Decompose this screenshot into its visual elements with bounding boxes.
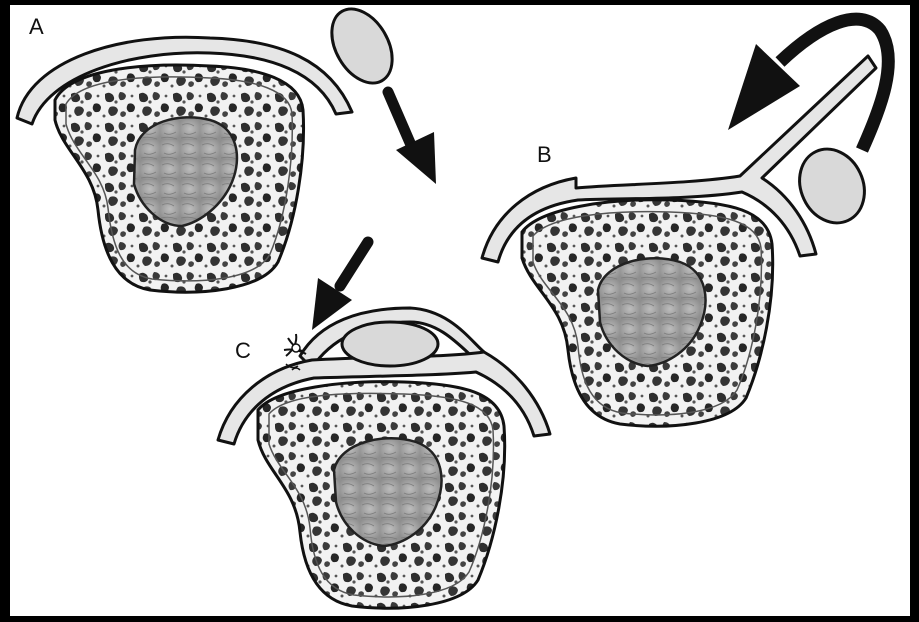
label-b: B xyxy=(537,142,552,167)
panel-a xyxy=(17,37,352,292)
panel-b xyxy=(482,56,876,426)
graft-oval-c xyxy=(342,322,438,366)
panel-c xyxy=(218,308,550,608)
label-a: A xyxy=(29,14,44,39)
down-arrow-icon xyxy=(388,92,436,184)
label-c: C xyxy=(235,338,251,363)
